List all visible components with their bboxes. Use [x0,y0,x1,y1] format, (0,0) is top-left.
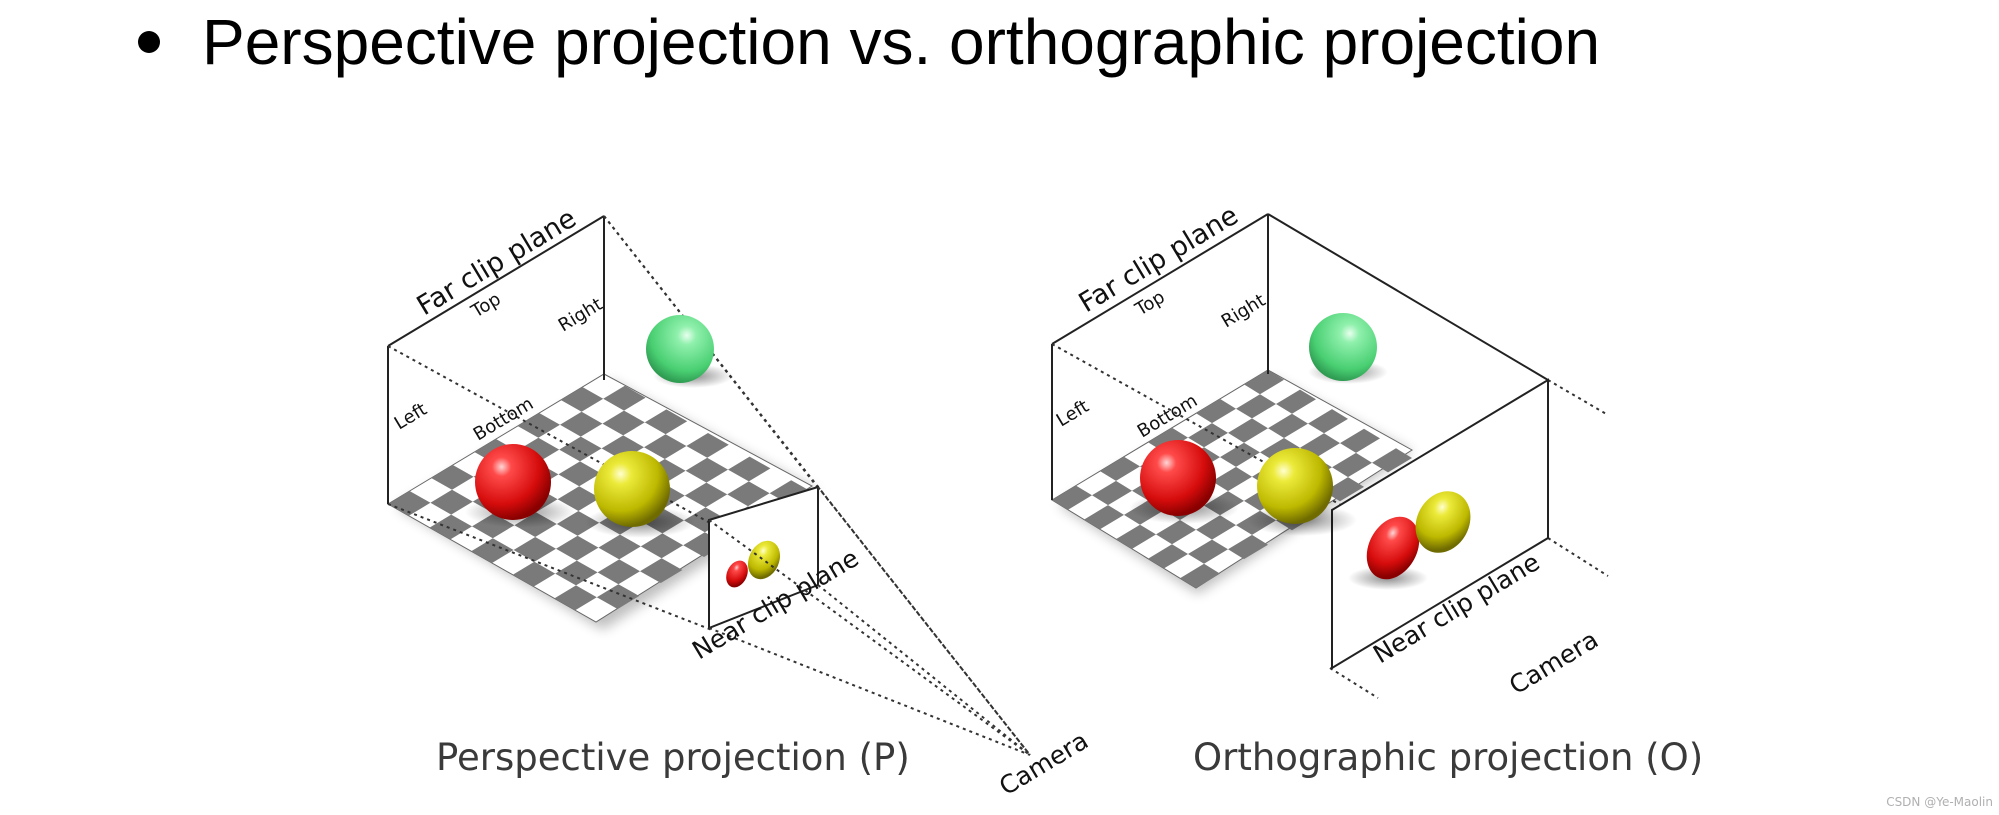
checker-tile [429,514,472,540]
checker-tile [555,560,598,586]
checker-tile [512,561,556,587]
camera-label: Camera [994,726,1093,801]
checker-tile [644,409,688,435]
checker-tile [686,433,729,458]
checker-tile [1188,539,1228,564]
slide-heading: Perspective projection vs. orthographic … [132,2,1600,82]
checker-tile [603,385,646,411]
perspective-caption: Perspective projection (P) [436,736,910,779]
watermark: CSDN @Ye-Maolin [1886,795,1993,809]
checker-tile [1324,477,1364,502]
checker-tile [596,584,640,609]
checker-tile [1196,398,1236,424]
checker-tile [1308,409,1348,434]
slide-title: Perspective projection vs. orthographic … [202,6,1601,78]
left-label: Left [1053,396,1093,431]
checker-tile [1188,423,1228,448]
checker-tile [684,507,727,533]
checker-tile [1116,524,1156,549]
green-sphere [1309,313,1377,381]
checker-tile [556,535,599,561]
checker-tile [728,456,771,482]
checker-tile [1244,370,1284,395]
checker-tile [1212,466,1252,492]
checker-tile [727,481,770,507]
checker-tile [1180,563,1220,588]
right-label: Right [1218,290,1269,332]
checker-tile [601,435,644,461]
checker-tile [602,410,645,436]
checker-tile [431,465,474,490]
checker-tile [471,538,514,563]
checker-tile [1276,389,1316,414]
checker-tile [388,491,431,516]
checker-tile [513,537,556,562]
checker-floor [1051,369,1413,589]
checker-tile [1228,418,1268,443]
checker-tile [1260,438,1300,463]
right-label: Right [555,294,606,336]
checker-tile [558,461,601,487]
checker-tile [559,436,602,462]
checker-tile [1156,520,1196,545]
green-sphere [646,315,714,383]
yellow-sphere [1257,448,1333,524]
checker-tile [1236,394,1276,419]
checker-tile [1196,515,1236,540]
yellow-sphere [594,451,670,527]
bullet-icon [138,31,160,53]
red-sphere [475,444,551,520]
checker-tile [640,558,683,583]
checker-tile [430,489,473,515]
red-sphere [1140,440,1216,516]
checker-tile [1100,456,1140,481]
checker-tile [644,434,687,459]
camera-label: Camera [1504,625,1603,700]
checker-tile [1084,505,1124,530]
checker-tile [1340,428,1380,453]
checker-tile [1092,480,1132,506]
checker-tile [1148,544,1188,569]
checker-tile [560,411,603,437]
top-label: Top [1131,287,1169,321]
perspective-diagram: Far clip plane Top Right Left Bottom Nea… [387,203,1093,801]
checker-tile [1372,448,1412,473]
checker-tile [1268,413,1308,438]
orthographic-caption: Orthographic projection (O) [1193,736,1703,779]
left-label: Left [391,399,431,434]
orthographic-diagram: Far clip plane Top Right Left Bottom Nea… [1051,200,1703,779]
checker-tile [1052,485,1092,510]
checker-tile [517,413,560,438]
checker-tile [1228,534,1268,560]
checker-tile [560,387,604,412]
checker-tile [684,482,728,508]
checker-tile [685,457,728,483]
checker-tile [597,559,640,585]
checker-tile [640,533,684,559]
checker-tile [598,534,641,560]
checker-tile [554,585,597,611]
checker-tile [1332,452,1372,478]
checker-tile [1220,442,1260,467]
